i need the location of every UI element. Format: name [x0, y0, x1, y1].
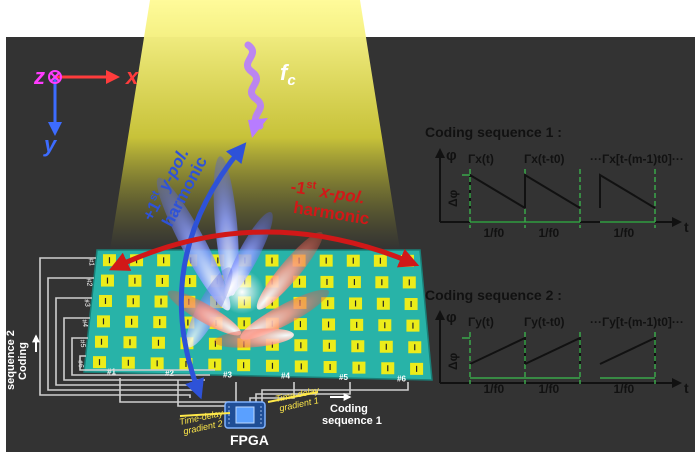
metasurface-board [83, 249, 433, 381]
sawtooth-segment [524, 336, 581, 365]
plot1-xlabel: t [684, 219, 689, 235]
red-scan-arrow [108, 229, 420, 271]
gamma-label: ···Γy[t-(m-1)t0]··· [590, 315, 684, 329]
row-label: #2 [84, 278, 92, 287]
delta-phi-label: Δφ [446, 189, 460, 207]
coding-sequence-1-plot: Coding sequence 1 : φ t 1/f0 1/f0 1/f0 Δφ Γx… [425, 124, 689, 240]
coding-sequence-2-label: sequence 2 Coding [5, 330, 29, 390]
gradient-2-arrow [179, 412, 231, 417]
lobe-center-glow [220, 270, 264, 314]
plot2-xlabel: t [684, 380, 689, 396]
gamma-label: Γx(t) [468, 152, 494, 166]
period-label: 1/f0 [614, 226, 635, 240]
axis-x-label: x [125, 64, 139, 89]
column-label: #4 [281, 372, 290, 381]
plot1-title: Coding sequence 1 : [425, 124, 562, 140]
row-label: #1 [87, 258, 95, 267]
sawtooth-segment [599, 173, 656, 209]
gamma-label: ···Γx[t-(m-1)t0]··· [590, 152, 684, 166]
period-label: 1/f0 [614, 382, 635, 396]
lobe-red-2 [240, 289, 330, 340]
gamma-label: Γy(t-t0) [524, 315, 565, 329]
incident-frequency-label: fc [280, 60, 296, 89]
coding-sequence-2-plot: Coding sequence 2 : φ t 1/f0 1/f0 1/f0 Δφ Γy… [425, 287, 689, 396]
plot1-ylabel: φ [446, 147, 457, 164]
fpga-chip [224, 401, 266, 429]
column-label: #6 [397, 374, 406, 383]
coordinate-axes: z x y [33, 64, 139, 157]
gamma-label: Γx(t-t0) [524, 152, 565, 166]
incident-wave-icon [244, 41, 264, 130]
period-label: 1/f0 [484, 382, 505, 396]
plot2-title: Coding sequence 2 : [425, 287, 562, 303]
row-label: #4 [80, 319, 88, 328]
period-label: 1/f0 [539, 226, 560, 240]
svg-text:sequence 2: sequence 2 [5, 330, 17, 390]
metasurface: #1#2#3#4#5#6 #1#2#3#4#5#6 [76, 249, 433, 383]
period-label: 1/f0 [484, 226, 505, 240]
svg-text:Coding: Coding [17, 342, 29, 380]
incident-wave-arrowhead [248, 118, 268, 138]
axis-y-label: y [43, 132, 58, 157]
column-label: #5 [339, 373, 348, 382]
fpga-label: FPGA [230, 432, 269, 448]
sawtooth-segment [524, 173, 581, 209]
gamma-label: Γy(t) [468, 315, 494, 329]
gradient-1-arrow [267, 391, 319, 403]
row-label: #3 [82, 299, 90, 308]
column-label: #2 [165, 369, 174, 378]
row-label: #5 [78, 339, 86, 348]
sawtooth-segment [469, 336, 526, 365]
column-label: #1 [107, 368, 116, 377]
coding-sequence-1-label: Coding sequence 1 [322, 393, 382, 427]
plot2-ylabel: φ [446, 309, 457, 326]
column-label: #3 [223, 370, 232, 379]
period-label: 1/f0 [539, 382, 560, 396]
svg-text:Coding: Coding [330, 403, 368, 415]
delta-phi-label: Δφ [446, 352, 460, 370]
sawtooth-segment [599, 336, 656, 365]
svg-text:sequence 1: sequence 1 [322, 415, 382, 427]
axis-z-label: z [33, 64, 45, 89]
